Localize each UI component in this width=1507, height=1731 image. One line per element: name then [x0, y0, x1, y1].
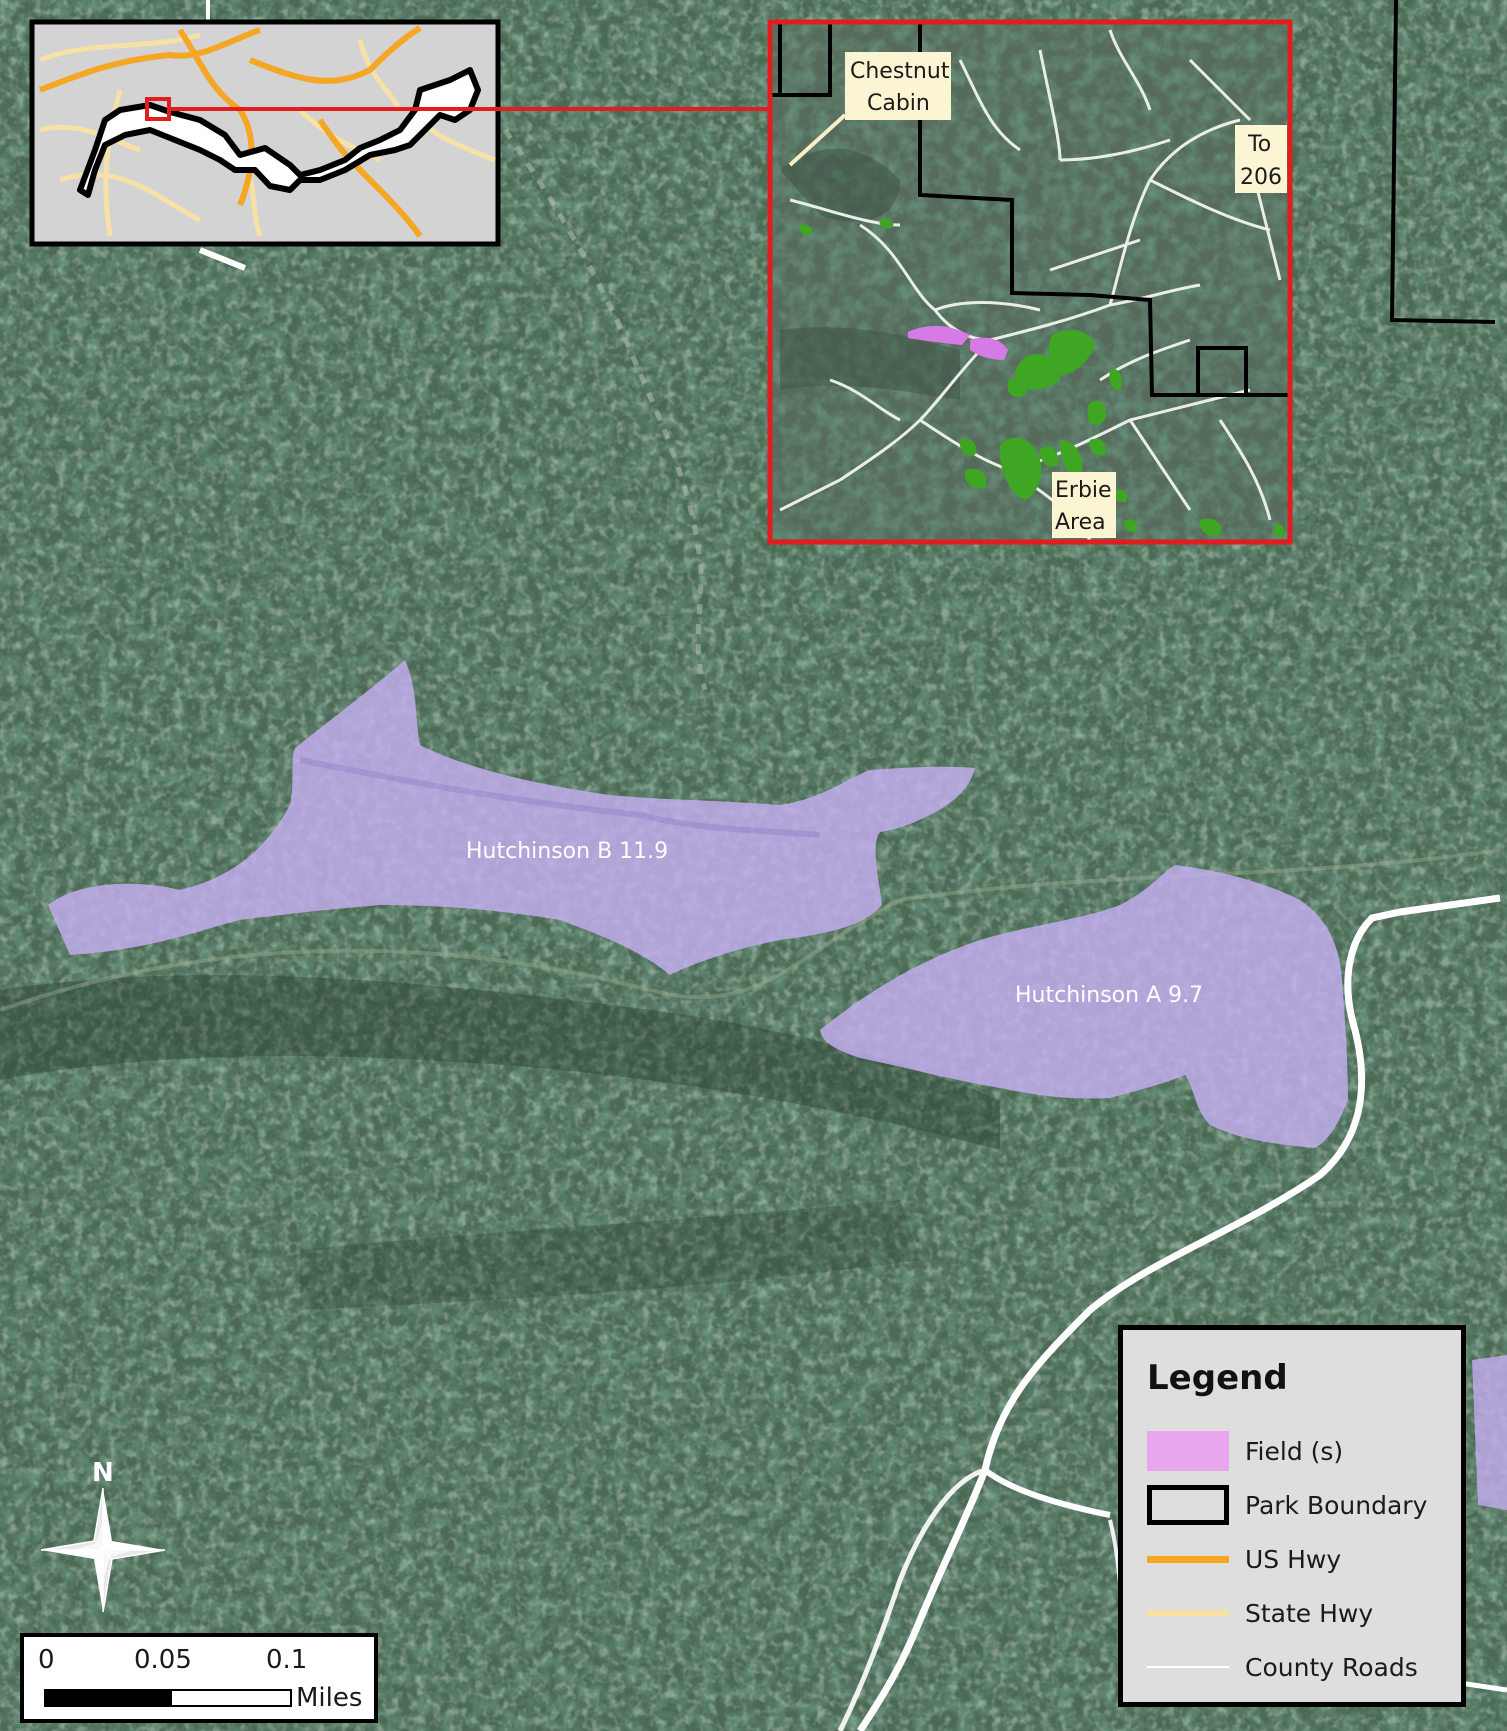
legend-item-state-hwy: State Hwy: [1147, 1586, 1461, 1640]
compass-icon: [40, 1487, 166, 1613]
legend-item-us-hwy: US Hwy: [1147, 1532, 1461, 1586]
county-road: [983, 1467, 1111, 1518]
scale-bar: 0 0.05 0.1 Miles: [20, 1633, 378, 1723]
county-road: [198, 247, 247, 271]
scale-bar-segment-white: [170, 1689, 292, 1707]
legend-item-field: Field (s): [1147, 1424, 1461, 1478]
county-road: [857, 894, 1501, 1731]
county-road: [837, 1467, 986, 1731]
legend-label: US Hwy: [1245, 1544, 1342, 1574]
detail-inset[interactable]: [767, 19, 1293, 545]
callout-erbie-area-line1: Erbie: [1055, 478, 1112, 503]
callout-erbie-area-line2: Area: [1055, 510, 1106, 535]
field-label-hutchinson-b: Hutchinson B 11.9: [466, 839, 668, 864]
scale-tick-2: 0.1: [266, 1645, 308, 1675]
scale-tick-0: 0: [38, 1645, 55, 1675]
field-hutchinson-a[interactable]: [820, 865, 1348, 1148]
field-label-hutchinson-a: Hutchinson A 9.7: [1015, 983, 1203, 1008]
us-hwy-swatch: [1147, 1539, 1229, 1579]
legend-item-park-boundary: Park Boundary: [1147, 1478, 1461, 1532]
legend-panel: Legend Field (s) Park Boundary US Hwy St…: [1118, 1325, 1466, 1707]
legend-title: Legend: [1147, 1358, 1288, 1398]
shadow-band: [0, 975, 1000, 1150]
field-swatch: [1147, 1431, 1229, 1471]
county-roads-swatch: [1147, 1647, 1229, 1687]
callout-chestnut-cabin-line2: Cabin: [867, 91, 930, 116]
trail: [502, 128, 708, 691]
north-arrow-letter: N: [92, 1458, 114, 1488]
field-hutchinson-b[interactable]: [48, 660, 975, 975]
scale-bar-segment-black: [44, 1689, 170, 1707]
scale-tick-1: 0.05: [134, 1645, 192, 1675]
park-boundary-swatch: [1147, 1485, 1229, 1525]
legend-label: Field (s): [1245, 1436, 1344, 1466]
legend-label: State Hwy: [1245, 1598, 1374, 1628]
legend-item-county-roads: County Roads: [1147, 1640, 1461, 1694]
field-edge-fragment: [1472, 1355, 1507, 1510]
scale-units: Miles: [296, 1683, 363, 1713]
park-boundary: [1389, 0, 1496, 324]
legend-label: County Roads: [1245, 1652, 1418, 1682]
locator-map[interactable]: [29, 19, 501, 247]
state-hwy-swatch: [1147, 1593, 1229, 1633]
callout-to-206-line2: 206: [1240, 165, 1282, 190]
callout-to-206-line1: To: [1247, 132, 1271, 157]
north-arrow: N: [40, 1458, 166, 1613]
legend-label: Park Boundary: [1245, 1490, 1428, 1520]
shadow-band: [300, 1200, 920, 1310]
callout-chestnut-cabin-line1: Chestnut: [850, 59, 950, 84]
